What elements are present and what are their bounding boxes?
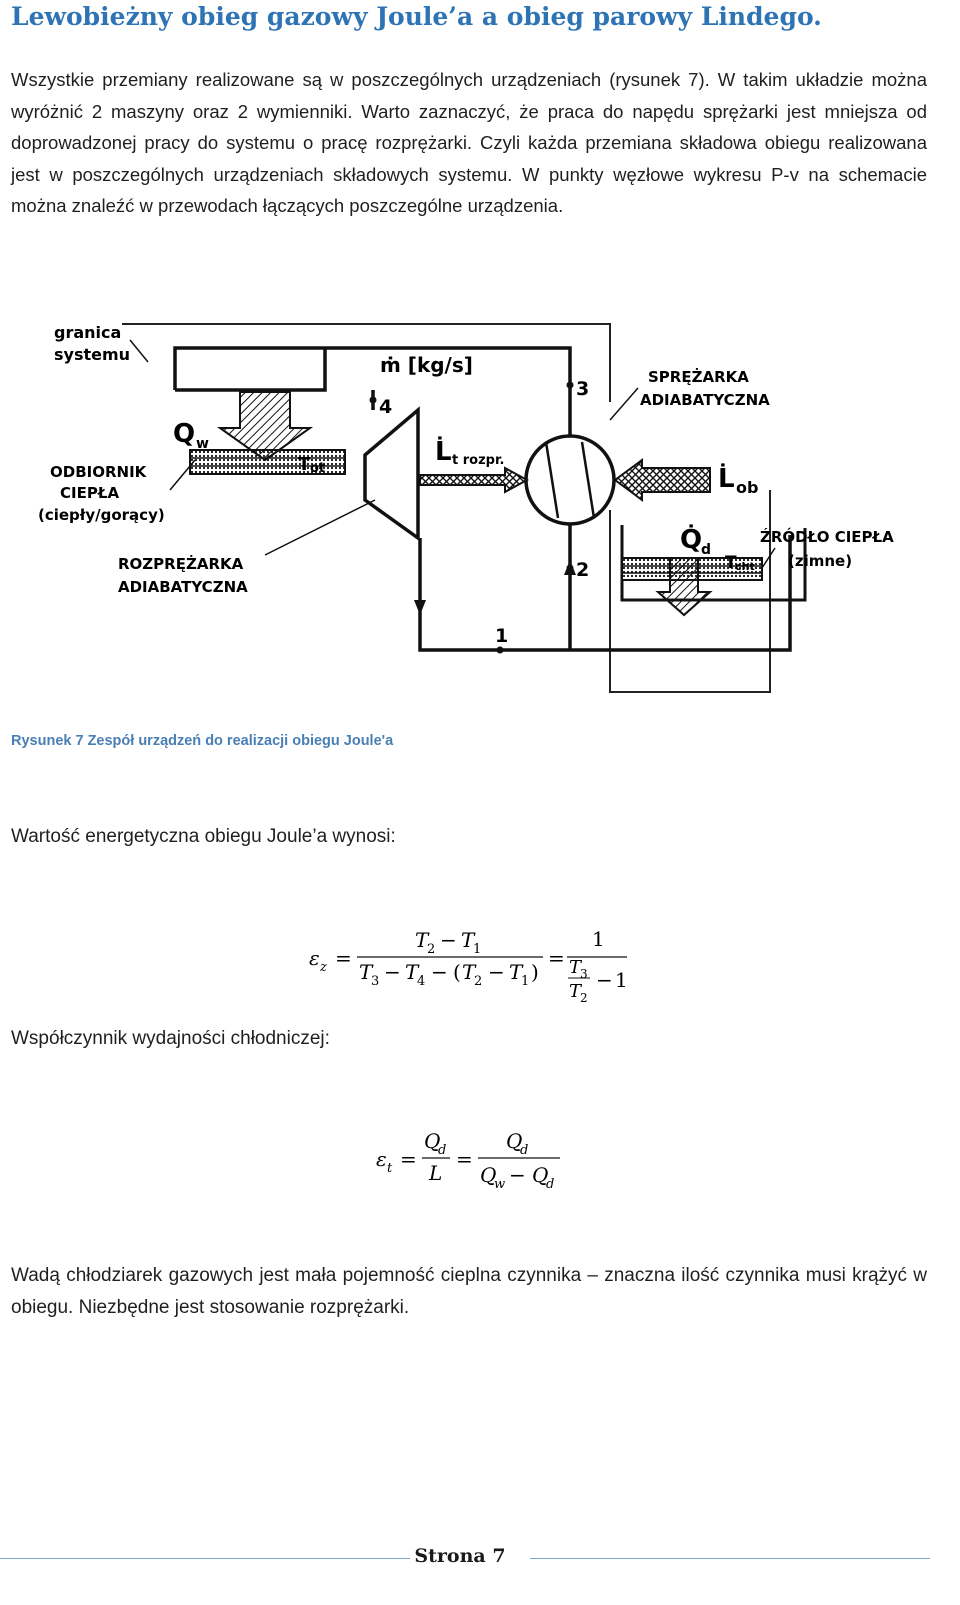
svg-text:d: d [438,1143,446,1158]
label-qd: Q̇ [680,523,702,555]
piping-hot-hx [175,348,327,392]
shaft-work-arrow [419,466,530,494]
svg-text:T: T [461,928,476,952]
svg-text:4: 4 [417,974,425,989]
label-lob-sub: ob [736,478,758,497]
svg-text:=: = [400,1147,417,1171]
label-expander-1: ROZPRĘŻARKA [118,554,244,573]
compressor [524,434,616,526]
label-receiver-3: (ciepły/gorący) [38,506,165,524]
label-compressor-1: SPRĘŻARKA [648,367,749,386]
page-number: Strona 7 [414,1545,506,1567]
svg-text:d: d [546,1177,554,1192]
svg-text:d: d [520,1143,528,1158]
label-tcht-sub: cht [735,560,755,573]
label-compressor-2: ADIABATYCZNA [640,391,770,409]
label-expander-2: ADIABATYCZNA [118,578,248,596]
figure-caption: Rysunek 7 Zespół urządzeń do realizacji … [11,733,394,749]
svg-text:ε: ε [376,1147,387,1171]
expander [363,406,420,542]
label-boundary-1: granica [54,323,121,342]
svg-text:t: t [387,1161,393,1176]
svg-text:−: − [431,960,448,984]
svg-text:T: T [509,960,524,984]
flow-arrow-down [414,600,426,615]
svg-text:T: T [462,960,477,984]
label-boundary-2: systemu [54,345,130,364]
svg-text:3: 3 [371,974,379,989]
external-work-arrow [613,458,711,502]
svg-text:T: T [415,928,430,952]
page-title: Lewobieżny obieg gazowy Joule’a a obieg … [11,2,822,31]
cooling-text: Współczynnik wydajności chłodniczej: [11,1028,330,1049]
joule-cycle-diagram: granica systemu ṁ [kg/s] SPRĘŻARKA ADIAB… [30,310,910,700]
svg-text:−: − [440,928,457,952]
label-receiver-1: ODBIORNIK [50,463,148,481]
eq-1: = [335,946,352,970]
svg-text:(: ( [453,960,461,984]
point-marker-2 [566,564,574,572]
eps-z: ε [309,946,320,970]
svg-text:L: L [428,1161,442,1185]
label-tcht: T [725,553,737,573]
svg-text:−: − [384,960,401,984]
label-tot-sub: ot [310,461,325,476]
footer-line-right [530,1558,930,1559]
label-source-2: (zimne) [788,552,852,570]
formula-energy-coefficient: ε z = T 2 − T 1 T 3 − T 4 − ( T 2 − T 1 … [305,915,635,1015]
svg-text:w: w [494,1177,505,1192]
point-2: 2 [576,559,589,581]
piping-loop [418,535,792,652]
svg-text:): ) [531,960,539,984]
point-marker-1 [496,646,504,654]
svg-text:1: 1 [592,927,605,951]
svg-text:2: 2 [580,991,588,1005]
point-1: 1 [495,625,508,647]
point-3: 3 [576,378,589,400]
piping-top [173,346,572,435]
formula-cooling-coefficient: ε t = Q d L = Q d Q w − Q d [372,1120,572,1200]
svg-text:T: T [569,981,583,1002]
label-mass-flow: ṁ [kg/s] [380,353,473,377]
point-4: 4 [379,396,392,418]
label-lob: L̇ [718,462,735,494]
point-marker-4 [369,396,377,404]
energy-text: Wartość energetyczna obiegu Joule’a wyno… [11,826,396,847]
label-qd-sub: d [701,542,711,558]
eps-z-sub: z [319,960,327,975]
eq-2: = [548,946,565,970]
svg-text:Q: Q [480,1163,496,1187]
svg-text:1: 1 [473,942,481,957]
svg-text:T: T [405,960,420,984]
svg-text:2: 2 [474,974,482,989]
system-boundary [122,323,771,693]
label-qw-sub: w [196,436,209,452]
label-receiver-2: CIEPŁA [60,484,119,502]
svg-text:2: 2 [427,942,435,957]
svg-text:3: 3 [580,967,588,981]
svg-text:Q: Q [532,1163,548,1187]
svg-text:−: − [509,1163,526,1187]
heat-out-arrow [216,391,314,462]
label-lt: L̇ [435,435,452,467]
conclusion-paragraph: Wadą chłodziarek gazowych jest mała poje… [11,1265,927,1318]
footer-line-left [0,1558,410,1559]
label-lt-sub: t rozpr. [452,453,504,468]
label-tot: T [298,454,311,475]
svg-text:Q: Q [424,1129,440,1153]
svg-text:T: T [359,960,374,984]
svg-text:1: 1 [521,974,529,989]
point-marker-3 [566,381,574,389]
label-qw: Q [173,419,195,449]
label-source-1: ŹRÓDŁO CIEPŁA [760,527,894,546]
svg-text:T: T [569,957,583,978]
svg-text:−: − [488,960,505,984]
svg-text:1: 1 [615,968,628,992]
svg-text:−: − [596,968,613,992]
svg-text:=: = [456,1147,473,1171]
heat-in-arrow [655,557,713,617]
svg-text:Q: Q [506,1129,522,1153]
intro-paragraph: Wszystkie przemiany realizowane są w pos… [11,69,927,216]
